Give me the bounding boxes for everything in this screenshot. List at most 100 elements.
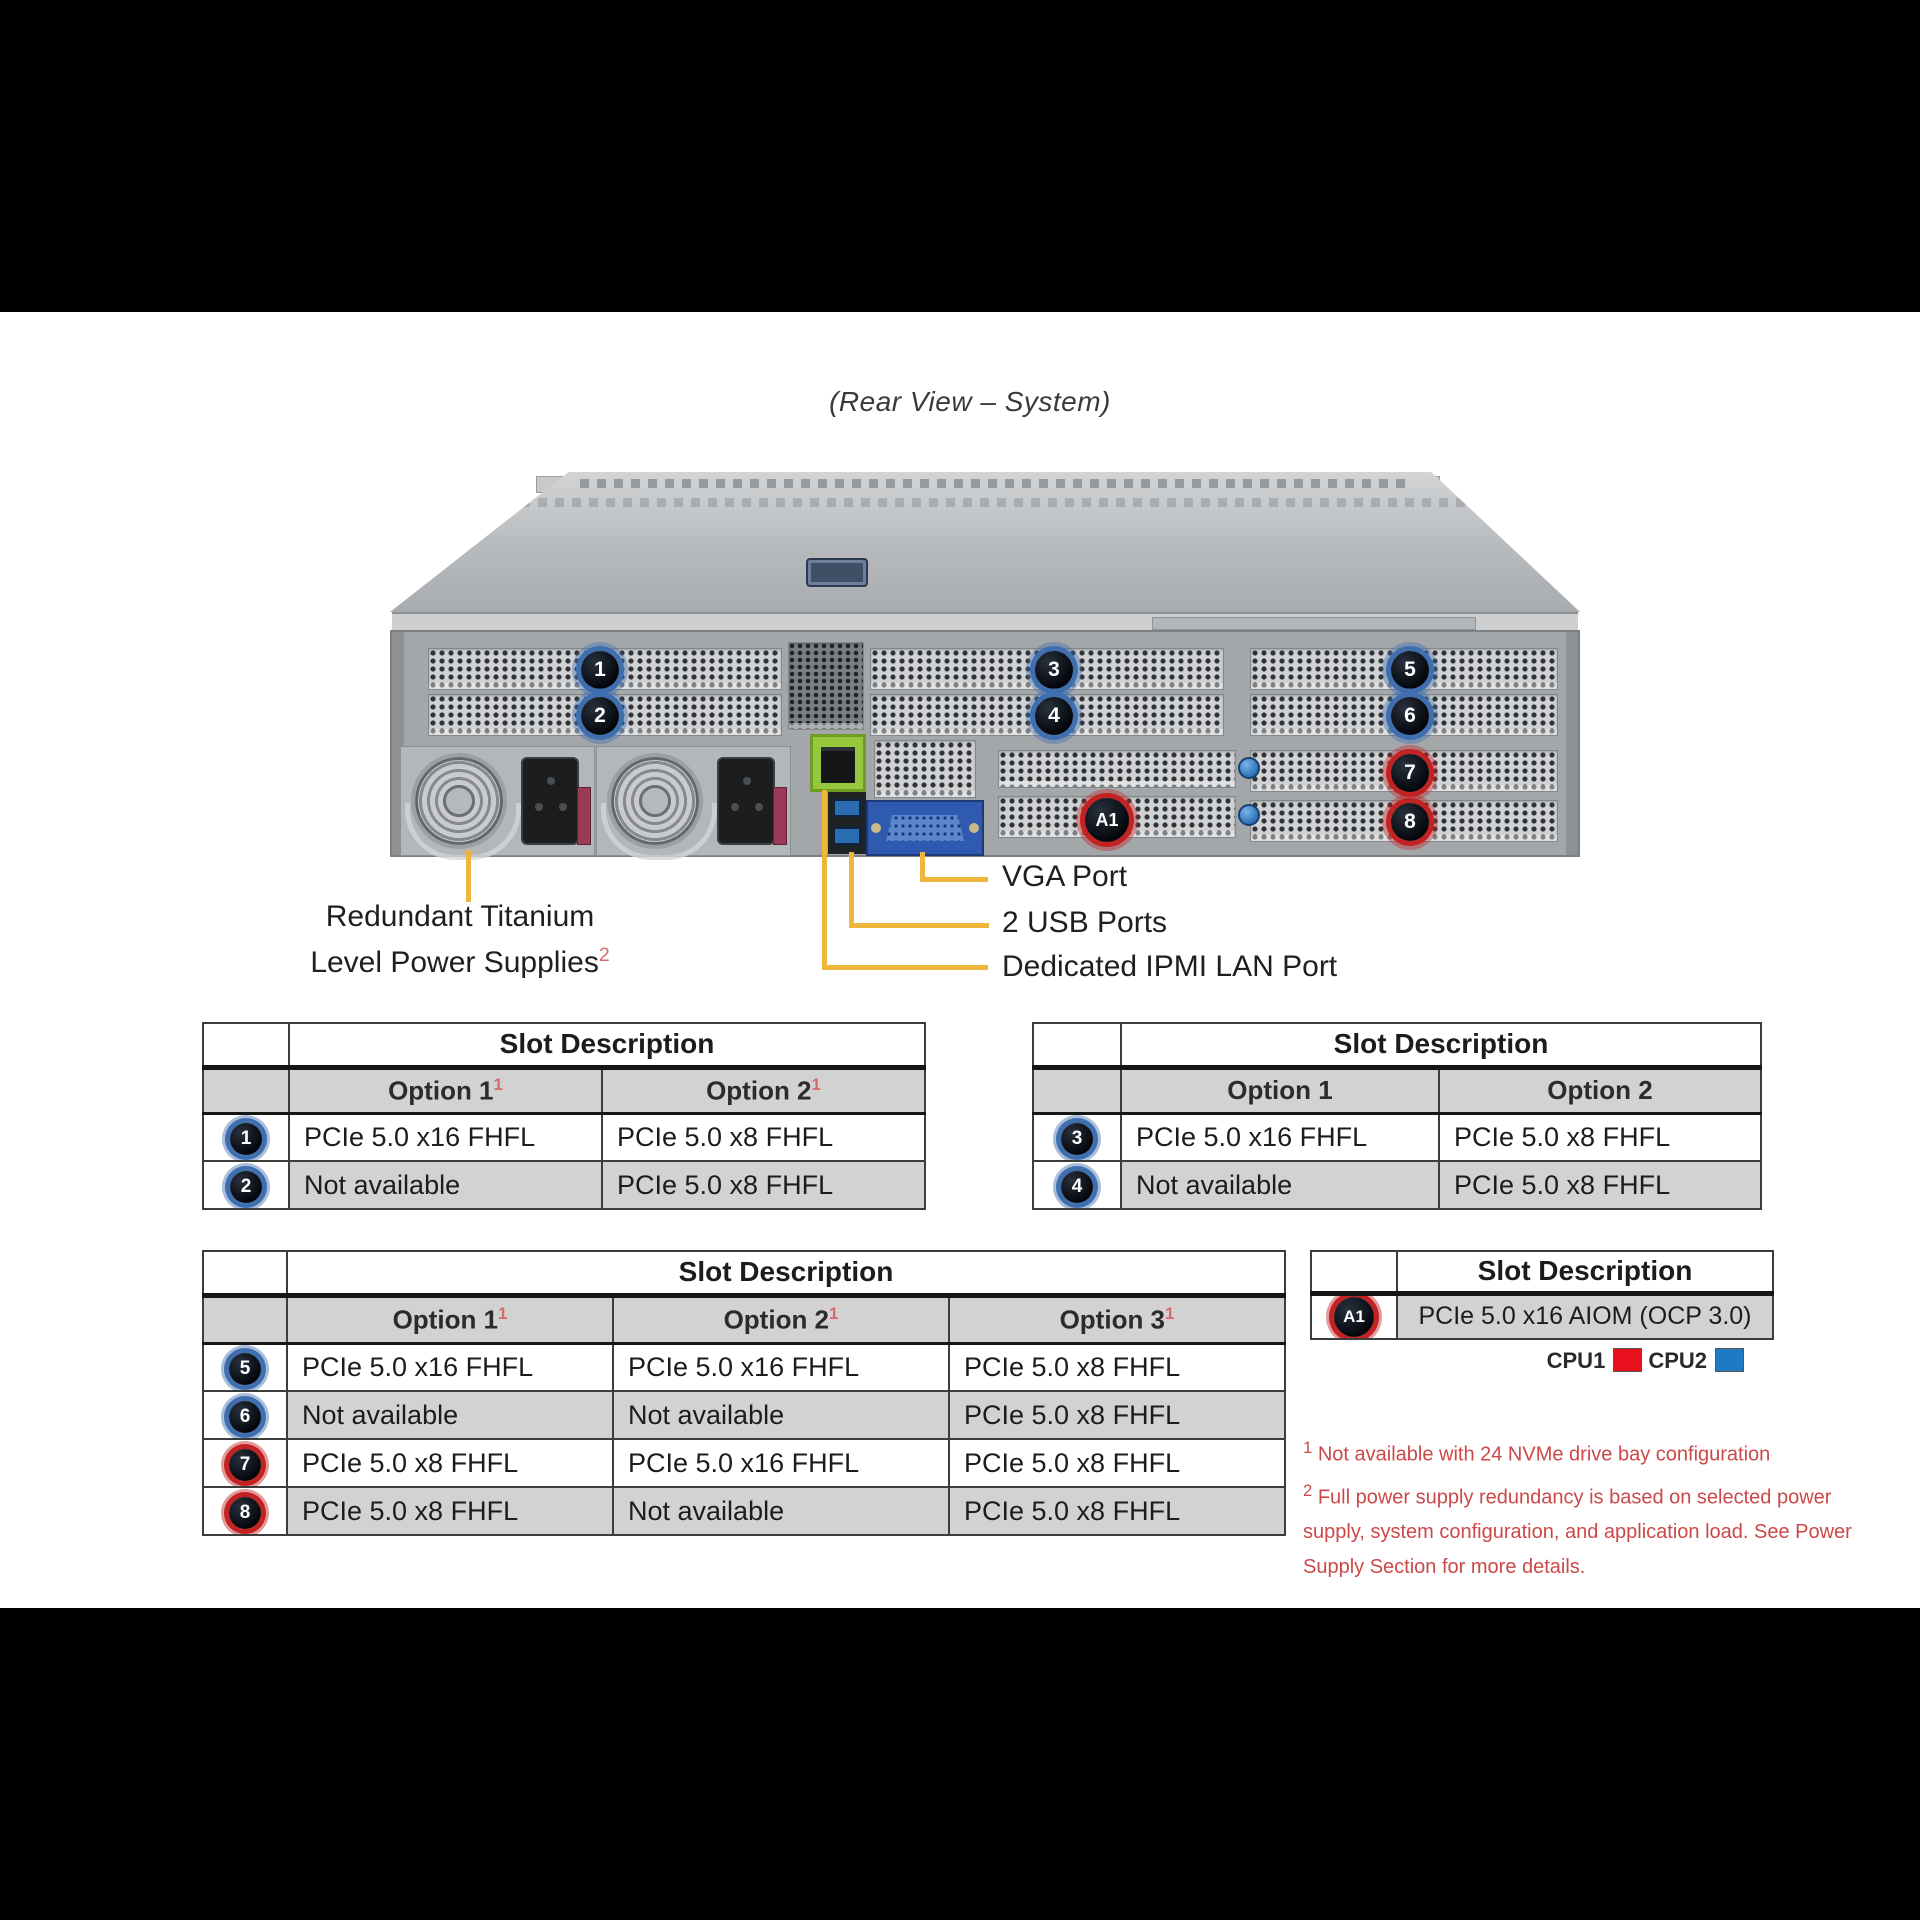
panel-badge-8: 8 <box>1391 803 1429 841</box>
ipmi-label: Dedicated IPMI LAN Port <box>1002 950 1338 983</box>
slot-table-5-8: Slot Description Option 11 Option 21 Opt… <box>202 1250 1286 1536</box>
mid-vent-grille <box>874 740 976 798</box>
rack-ear-right <box>1566 632 1578 855</box>
slot-option-cell: PCIe 5.0 x16 FHFL <box>612 1342 950 1392</box>
center-vent-grille <box>788 642 864 730</box>
slot-table-a1: Slot Description A1 PCIe 5.0 x16 AIOM (O… <box>1310 1250 1774 1340</box>
slot-option-cell: PCIe 5.0 x8 FHFL <box>600 1160 927 1210</box>
slot-option-cell: PCIe 5.0 x16 FHFL <box>1120 1112 1440 1162</box>
vga-label: VGA Port <box>1002 860 1128 893</box>
chassis-handle-recess <box>1152 617 1476 630</box>
table-row: A1 PCIe 5.0 x16 AIOM (OCP 3.0) <box>1310 1292 1774 1340</box>
cpu2-label: CPU2 <box>1648 1348 1707 1373</box>
vga-port <box>866 800 984 856</box>
usb-port-stack <box>828 792 866 854</box>
column-header-option2: Option 21 <box>600 1066 927 1115</box>
power-supply-1 <box>400 746 595 860</box>
chassis-top-lid <box>390 472 1580 612</box>
table-header: Slot Description <box>1119 1022 1763 1070</box>
thumbscrew-icon <box>1238 757 1260 779</box>
usb-label: 2 USB Ports <box>1002 906 1168 939</box>
chassis-logo <box>806 558 868 587</box>
slot-table-1-2: Slot Description Option 11 Option 21 1 P… <box>202 1022 927 1210</box>
cpu1-color-swatch <box>1613 1348 1643 1372</box>
slot-option-cell: Not available <box>612 1486 950 1536</box>
column-header-option2: Option 21 <box>612 1294 950 1345</box>
table-row: 4 Not available PCIe 5.0 x8 FHFL <box>1032 1160 1763 1210</box>
vga-screw-icon <box>969 823 979 833</box>
server-rear-view-illustration: 1 2 3 4 5 6 7 8 A1 <box>390 455 1580 860</box>
panel-badge-6: 6 <box>1391 697 1429 735</box>
table-row: 6 Not available Not available PCIe 5.0 x… <box>202 1390 1286 1440</box>
badge-column-header <box>202 1250 288 1298</box>
column-header-option1: Option 1 <box>1120 1066 1440 1115</box>
table-row: 1 PCIe 5.0 x16 FHFL PCIe 5.0 x8 FHFL <box>202 1112 927 1162</box>
badge-column-header <box>1032 1066 1122 1115</box>
badge-column-header <box>202 1022 290 1070</box>
slot-option-cell: PCIe 5.0 x8 FHFL <box>948 1486 1286 1536</box>
slot-option-cell: PCIe 5.0 x8 FHFL <box>286 1438 614 1488</box>
panel-badge-a1: A1 <box>1085 798 1129 842</box>
table-row: 8 PCIe 5.0 x8 FHFL Not available PCIe 5.… <box>202 1486 1286 1536</box>
slot-option-cell: PCIe 5.0 x16 FHFL <box>288 1112 603 1162</box>
slot-badge-7: 7 <box>229 1448 261 1481</box>
thumbscrew-icon <box>1238 804 1260 826</box>
figure-title: (Rear View – System) <box>829 386 1111 417</box>
slot-option-cell: PCIe 5.0 x16 FHFL <box>286 1342 614 1392</box>
slot-badge-1: 1 <box>230 1122 262 1155</box>
usb-port <box>833 827 861 845</box>
low-profile-slot-grille <box>998 750 1236 788</box>
column-header-option2: Option 2 <box>1437 1066 1763 1115</box>
rj45-jack-icon <box>821 747 855 783</box>
footnote-2: 2 Full power supply redundancy is based … <box>1303 1480 1852 1579</box>
callout-line-usb <box>849 923 989 928</box>
slot-option-cell: Not available <box>288 1160 603 1210</box>
table-row: 3 PCIe 5.0 x16 FHFL PCIe 5.0 x8 FHFL <box>1032 1112 1763 1162</box>
psu-label: Redundant Titanium Level Power Supplies2 <box>310 900 610 979</box>
lid-vent-row <box>580 479 1414 488</box>
slot-badge-5: 5 <box>229 1352 261 1385</box>
psu-handle <box>601 803 717 860</box>
ipmi-lan-port <box>810 734 866 792</box>
cpu-legend: CPU1 CPU2 <box>1310 1348 1750 1374</box>
panel-badge-2: 2 <box>581 697 619 735</box>
slot-option-cell: PCIe 5.0 x8 FHFL <box>600 1112 927 1162</box>
slot-badge-2: 2 <box>230 1170 262 1203</box>
callout-line-psu <box>466 850 471 902</box>
psu-power-inlet <box>717 757 775 845</box>
panel-badge-5: 5 <box>1391 651 1429 689</box>
lid-vent-row <box>520 498 1473 507</box>
slot-badge-8: 8 <box>229 1496 261 1529</box>
slot-option-cell: Not available <box>1120 1160 1440 1210</box>
panel-badge-3: 3 <box>1035 651 1073 689</box>
slot-option-cell: PCIe 5.0 x8 FHFL <box>948 1342 1286 1392</box>
psu-handle <box>405 803 521 860</box>
badge-column-header <box>202 1066 290 1115</box>
column-header-option3: Option 31 <box>948 1294 1286 1345</box>
slot-option-cell: PCIe 5.0 x16 AIOM (OCP 3.0) <box>1396 1292 1774 1340</box>
slot-option-cell: Not available <box>612 1390 950 1440</box>
slot-option-cell: PCIe 5.0 x16 FHFL <box>612 1438 950 1488</box>
table-header: Slot Description <box>286 1250 1286 1298</box>
column-header-option1: Option 11 <box>288 1066 603 1115</box>
slot-option-cell: PCIe 5.0 x8 FHFL <box>1437 1160 1763 1210</box>
psu-latch <box>577 787 591 845</box>
panel-badge-7: 7 <box>1391 754 1429 792</box>
chassis-front-band <box>392 612 1578 632</box>
slot-option-cell: PCIe 5.0 x8 FHFL <box>286 1486 614 1536</box>
vga-screw-icon <box>871 823 881 833</box>
callout-line-usb <box>849 852 854 928</box>
slot-option-cell: Not available <box>286 1390 614 1440</box>
cpu1-label: CPU1 <box>1546 1348 1606 1373</box>
badge-column-header <box>1032 1022 1122 1070</box>
psu-power-inlet <box>521 757 579 845</box>
slot-option-cell: PCIe 5.0 x8 FHFL <box>948 1390 1286 1440</box>
column-header-option1: Option 11 <box>286 1294 614 1345</box>
callout-line-ipmi <box>822 790 827 970</box>
table-row: 7 PCIe 5.0 x8 FHFL PCIe 5.0 x16 FHFL PCI… <box>202 1438 1286 1488</box>
panel-badge-4: 4 <box>1035 697 1073 735</box>
slot-option-cell: PCIe 5.0 x8 FHFL <box>948 1438 1286 1488</box>
usb-port <box>833 799 861 817</box>
psu-latch <box>773 787 787 845</box>
